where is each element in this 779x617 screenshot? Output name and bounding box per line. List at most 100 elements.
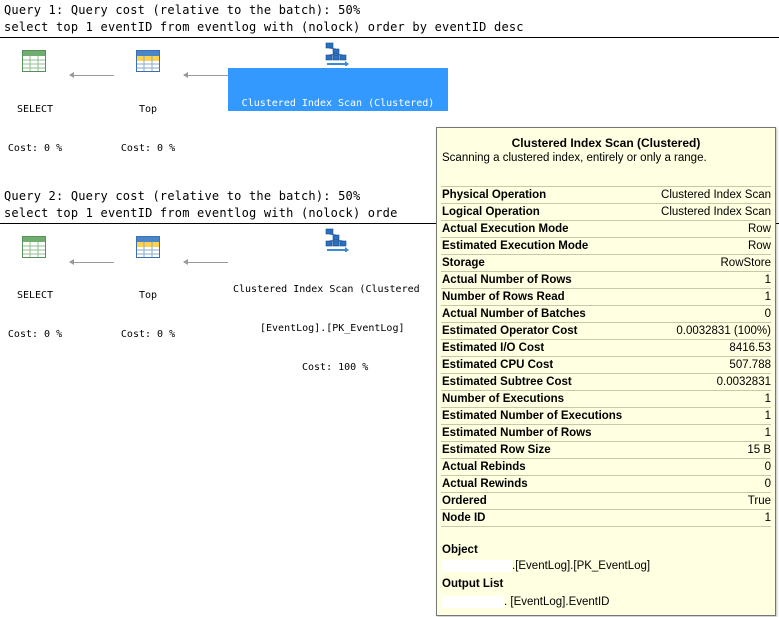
output-value-text: . [EventLog].EventID: [504, 596, 610, 609]
flow-arrow: [69, 72, 114, 78]
property-value: Clustered Index Scan: [661, 189, 771, 201]
operator-cost: Cost: 0 %: [7, 329, 63, 340]
property-name: Estimated Number of Executions: [442, 410, 623, 422]
operator-name: Clustered Index Scan (Clustered): [241, 98, 435, 109]
property-value: 1: [764, 512, 771, 524]
operator-name: Top: [138, 290, 158, 301]
top-icon: [136, 50, 160, 72]
query-1-cost: Query 1: Query cost (relative to the bat…: [4, 3, 361, 17]
redacted-text: [442, 596, 504, 608]
property-value: 507.788: [729, 359, 771, 371]
tooltip-property-row: Storage RowStore: [441, 255, 771, 272]
property-name: Estimated Number of Rows: [442, 427, 592, 439]
tooltip-property-row: Number of Executions 1: [441, 391, 771, 408]
operator-object: [EventLog].[PK_EventLog]: [260, 323, 405, 334]
property-name: Number of Rows Read: [442, 291, 565, 303]
property-value: 1: [764, 427, 771, 439]
operator-name: Top: [138, 104, 158, 115]
operator-cost: Cost: 100 %: [304, 176, 372, 187]
redacted-text: [442, 560, 512, 572]
tooltip-property-row: Ordered True: [441, 493, 771, 510]
property-name: Logical Operation: [442, 206, 540, 218]
property-name: Actual Rewinds: [442, 478, 528, 490]
property-name: Estimated Execution Mode: [442, 240, 589, 252]
property-value: Row: [747, 223, 771, 235]
object-value-text: .[EventLog].[PK_EventLog]: [512, 560, 651, 573]
property-value: 0.0032831 (100%): [676, 325, 771, 337]
clustered-index-scan-icon: [325, 42, 349, 66]
query-1-divider: [0, 37, 779, 38]
property-name: Node ID: [442, 512, 486, 524]
tooltip-property-row: Number of Rows Read 1: [441, 289, 771, 306]
property-value: RowStore: [720, 257, 772, 269]
query-2-sql: select top 1 eventID from eventlog with …: [4, 206, 398, 220]
operator-object: [EventLog].[PK_EventLog]: [265, 137, 411, 148]
property-name: Number of Executions: [442, 393, 565, 405]
operator-cost: Cost: 0 %: [7, 143, 63, 154]
tooltip-property-row: Actual Number of Rows 1: [441, 272, 771, 289]
property-value: Clustered Index Scan: [661, 206, 771, 218]
property-value: 15 B: [747, 444, 771, 456]
operator-cost: Cost: 0 %: [120, 143, 176, 154]
property-value: 1: [764, 274, 771, 286]
tooltip-property-row: Estimated I/O Cost 8416.53: [441, 340, 771, 357]
tooltip-property-row: Estimated Operator Cost 0.0032831 (100%): [441, 323, 771, 340]
tooltip-description: Scanning a clustered index, entirely or …: [442, 152, 707, 164]
tooltip-title: Clustered Index Scan (Clustered): [511, 136, 701, 150]
property-value: 0.0032831: [716, 376, 771, 388]
flow-arrow: [183, 72, 228, 78]
tooltip-object-label: Object: [442, 544, 478, 556]
query-2-divider: [0, 223, 779, 224]
property-name: Actual Rebinds: [442, 461, 526, 473]
tooltip-property-row: Physical Operation Clustered Index Scan: [441, 186, 771, 204]
tooltip-property-row: Logical Operation Clustered Index Scan: [441, 204, 771, 221]
property-value: 0: [764, 461, 771, 473]
property-name: Estimated Row Size: [442, 444, 551, 456]
property-value: 1: [764, 291, 771, 303]
property-value: 0: [764, 308, 771, 320]
property-name: Physical Operation: [442, 189, 547, 201]
tooltip-property-row: Estimated Row Size 15 B: [441, 442, 771, 459]
tooltip-object-value: .[EventLog].[PK_EventLog]: [442, 560, 650, 572]
property-name: Actual Number of Batches: [442, 308, 586, 320]
tooltip-property-row: Actual Execution Mode Row: [441, 221, 771, 238]
select-icon: [22, 50, 46, 72]
top-icon: [136, 236, 160, 258]
property-name: Estimated I/O Cost: [442, 342, 545, 354]
property-name: Ordered: [442, 495, 487, 507]
flow-arrow: [69, 259, 114, 265]
operator-name: SELECT: [16, 290, 54, 301]
property-value: True: [747, 495, 771, 507]
tooltip-property-row: Estimated Number of Rows 1: [441, 425, 771, 442]
tooltip-output-list-label: Output List: [442, 578, 504, 590]
clustered-index-scan-icon: [325, 228, 349, 252]
operator-name: SELECT: [16, 104, 54, 115]
property-value: 8416.53: [729, 342, 771, 354]
operator-cost: Cost: 100 %: [302, 362, 369, 373]
property-name: Estimated Operator Cost: [442, 325, 578, 337]
flow-arrow: [183, 259, 228, 265]
query-2-cost: Query 2: Query cost (relative to the bat…: [4, 189, 361, 203]
tooltip-property-row: Actual Rewinds 0: [441, 476, 771, 493]
select-icon: [22, 236, 46, 258]
tooltip-property-row: Estimated Number of Executions 1: [441, 408, 771, 425]
property-name: Actual Execution Mode: [442, 223, 569, 235]
property-value: 0: [764, 478, 771, 490]
operator-name: Clustered Index Scan (Clustered: [233, 284, 420, 295]
property-name: Estimated CPU Cost: [442, 359, 554, 371]
tooltip-property-row: Actual Rebinds 0: [441, 459, 771, 476]
operator-cost: Cost: 0 %: [120, 329, 176, 340]
operator-properties-tooltip: Clustered Index Scan (Clustered) Scannin…: [436, 127, 776, 616]
property-value: 1: [764, 410, 771, 422]
selected-operator-highlight: [228, 68, 448, 111]
property-value: 1: [764, 393, 771, 405]
tooltip-property-row: Node ID 1: [441, 510, 771, 527]
query-1-sql: select top 1 eventID from eventlog with …: [4, 20, 524, 34]
property-value: Row: [747, 240, 771, 252]
property-name: Actual Number of Rows: [442, 274, 572, 286]
tooltip-output-list-value: . [EventLog].EventID: [442, 596, 609, 608]
tooltip-property-row: Estimated Execution Mode Row: [441, 238, 771, 255]
property-name: Storage: [442, 257, 485, 269]
